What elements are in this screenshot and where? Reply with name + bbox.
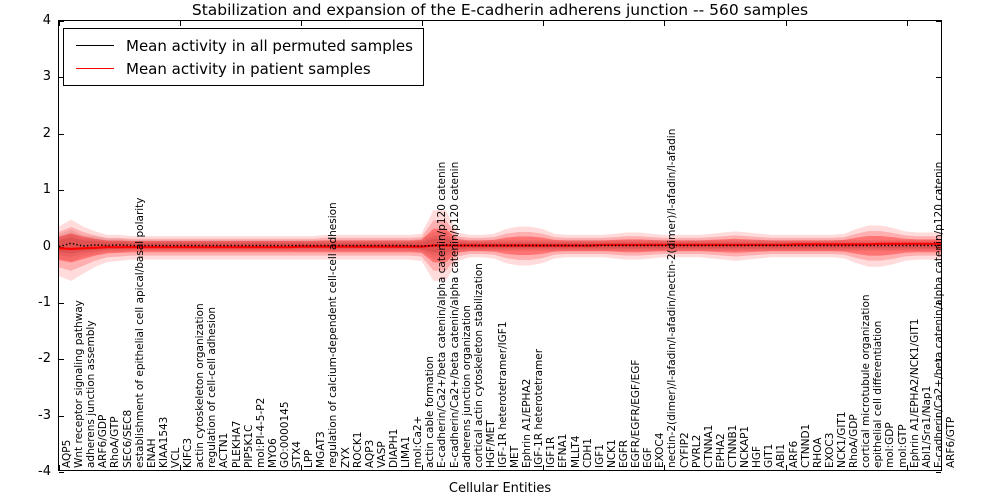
x-tick-mark [59, 21, 60, 26]
y-tick-mark [936, 77, 941, 79]
y-tick-mark [936, 359, 941, 361]
y-tick-label: 1 [42, 182, 51, 198]
chart-title: Stabilization and expansion of the E-cad… [191, 1, 809, 19]
y-tick-mark [936, 472, 941, 473]
y-tick-label: -4 [38, 464, 51, 479]
x-tick-mark [906, 21, 908, 26]
permuted-mean-line [58, 242, 941, 248]
x-tick-mark [180, 21, 182, 26]
y-tick-mark [936, 246, 941, 248]
x-tick-mark [422, 465, 424, 470]
data-traces [58, 210, 941, 281]
y-tick-mark [936, 133, 941, 135]
legend-item: Mean activity in all permuted samples [70, 34, 413, 57]
y-tick-mark [59, 359, 64, 361]
y-tick-label: 3 [42, 69, 51, 85]
x-tick-mark [543, 21, 545, 26]
x-category-label: ARF6/GTP [945, 416, 957, 468]
y-tick-mark [59, 190, 64, 192]
y-tick-mark [59, 77, 64, 79]
y-tick-mark [59, 21, 64, 22]
legend-label-permuted: Mean activity in all permuted samples [126, 36, 413, 55]
y-tick-mark [59, 246, 64, 248]
y-tick-label: 4 [42, 13, 51, 28]
y-tick-label: 0 [42, 238, 51, 254]
x-tick-mark [785, 21, 787, 26]
x-tick-mark [59, 465, 60, 470]
x-tick-mark [180, 465, 182, 470]
x-tick-mark [906, 465, 908, 470]
legend-swatch-patient [76, 68, 114, 69]
y-tick-label: 2 [42, 125, 51, 141]
x-tick-mark [785, 465, 787, 470]
x-tick-mark [301, 465, 303, 470]
y-tick-mark [59, 302, 64, 304]
x-tick-mark [664, 465, 666, 470]
y-tick-label: -1 [38, 294, 51, 310]
y-tick-mark [936, 415, 941, 417]
x-tick-mark [422, 21, 424, 26]
legend-label-patient: Mean activity in patient samples [126, 59, 371, 78]
legend: Mean activity in all permuted samples Me… [63, 28, 424, 86]
y-tick-mark [936, 190, 941, 192]
legend-swatch-permuted [76, 45, 114, 46]
y-tick-label: -2 [38, 351, 51, 367]
y-tick-mark [59, 133, 64, 135]
y-tick-mark [59, 415, 64, 417]
y-tick-mark [936, 21, 941, 22]
x-tick-mark [664, 21, 666, 26]
x-axis-label: Cellular Entities [448, 481, 552, 496]
x-tick-mark [301, 21, 303, 26]
legend-item: Mean activity in patient samples [70, 57, 413, 80]
y-tick-label: -3 [38, 407, 51, 423]
y-tick-mark [936, 302, 941, 304]
plot-area: -4 -3 -2 -1 0 1 2 3 4 [38, 13, 942, 479]
x-tick-mark [543, 465, 545, 470]
y-tick-mark [59, 472, 64, 473]
